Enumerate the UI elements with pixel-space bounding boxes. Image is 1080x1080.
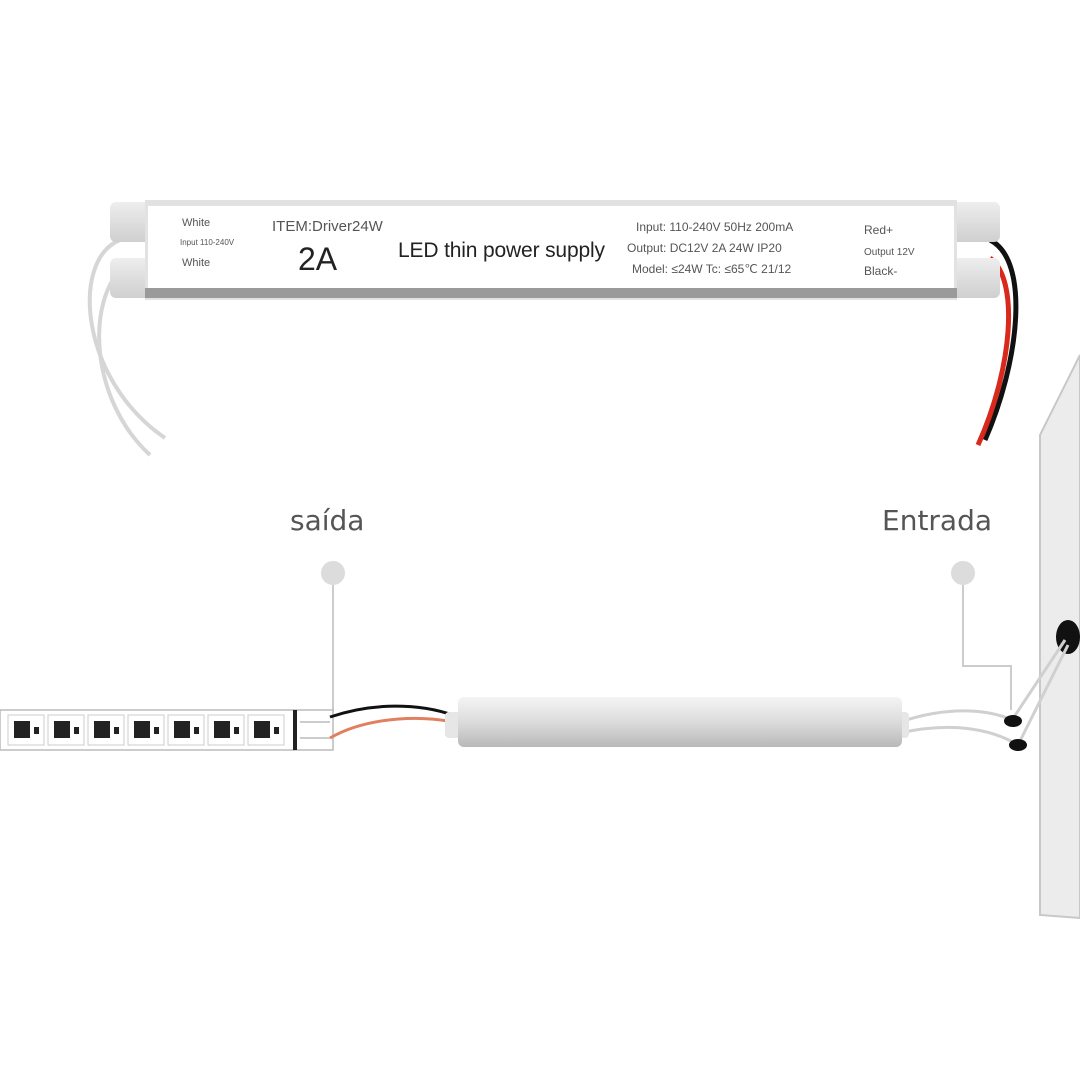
output-callout-dot (321, 561, 345, 585)
end-cap-left (110, 202, 152, 242)
led-chip (14, 721, 30, 738)
led-chip (254, 721, 270, 738)
wire-white-2: White (182, 257, 210, 269)
power-supply-small (445, 697, 909, 747)
wire-black-label: Black- (864, 264, 897, 278)
output-spec: Output: DC12V 2A 24W IP20 (627, 241, 782, 255)
output-voltage-note: Output 12V (864, 247, 915, 258)
resistor (194, 727, 199, 734)
resistor (34, 727, 39, 734)
wire-white-1: White (182, 217, 210, 229)
end-cap-right (952, 202, 1000, 242)
current-rating: 2A (298, 241, 338, 277)
resistor (154, 727, 159, 734)
strip-wires (329, 704, 461, 740)
power-supply-large: White Input 110-240V White ITEM:Driver24… (110, 200, 1000, 300)
input-spec: Input: 110-240V 50Hz 200mA (636, 220, 793, 234)
led-chip (174, 721, 190, 738)
led-chip (134, 721, 150, 738)
product-title: LED thin power supply (398, 239, 606, 262)
led-chip (214, 721, 230, 738)
resistor (74, 727, 79, 734)
wire-red-label: Red+ (864, 223, 893, 237)
resistor (234, 727, 239, 734)
resistor (114, 727, 119, 734)
spec-label (148, 206, 954, 288)
input-callout-dot (951, 561, 975, 585)
resistor (274, 727, 279, 734)
wire-connector (1004, 715, 1022, 727)
led-strip (0, 709, 334, 751)
input-voltage-note: Input 110-240V (180, 238, 235, 247)
wire-connector (1009, 739, 1027, 751)
input-label: Entrada (882, 504, 992, 537)
model-spec: Model: ≤24W Tc: ≤65℃ 21/12 (632, 262, 791, 276)
input-callout-line (962, 585, 1012, 710)
item-name: ITEM:Driver24W (272, 218, 384, 235)
led-chip (54, 721, 70, 738)
output-label: saída (290, 504, 364, 537)
led-chip (94, 721, 110, 738)
